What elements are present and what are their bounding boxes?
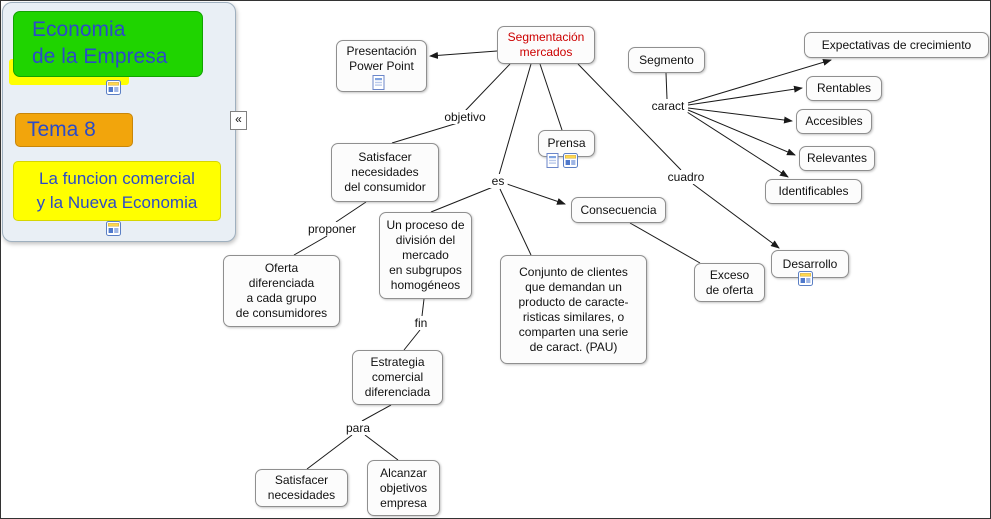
tema-node[interactable]: Tema 8: [15, 113, 133, 147]
edge-line: [665, 72, 668, 100]
concept-node-oferta-diferenciada[interactable]: Oferta diferenciada a cada grupo de cons…: [223, 255, 340, 327]
edge-line: [464, 63, 511, 112]
course-title-node[interactable]: Economia de la Empresa: [13, 11, 203, 77]
link-label-cuadro[interactable]: cuadro: [664, 170, 708, 184]
edge-line: [306, 434, 353, 470]
edge-line: [335, 201, 367, 223]
link-label-para[interactable]: para: [342, 421, 374, 435]
subtitle-resource-cmap-icon[interactable]: [106, 221, 121, 236]
edge-line: [499, 188, 532, 256]
prensa-resource-1-document-icon[interactable]: [545, 153, 560, 168]
edge-line: [687, 85, 803, 106]
edge-line: [430, 186, 494, 213]
link-label-objetivo[interactable]: objetivo: [441, 110, 489, 124]
concept-node-segmentacion-mercados[interactable]: Segmentación mercados: [497, 26, 595, 64]
concept-node-estrategia-comercial-diferenciada[interactable]: Estrategia comercial diferenciada: [352, 350, 443, 405]
edge-line: [403, 329, 421, 351]
concept-node-consecuencia[interactable]: Consecuencia: [571, 197, 666, 223]
link-label-fin[interactable]: fin: [411, 316, 431, 330]
concept-node-segmento[interactable]: Segmento: [628, 47, 705, 73]
prensa-resource-2-cmap-icon[interactable]: [563, 153, 578, 168]
edge-line: [506, 183, 566, 205]
concept-node-satisfacer-necesidades[interactable]: Satisfacer necesidades: [255, 469, 348, 507]
concept-node-satisfacer-necesidades-consumidor[interactable]: Satisfacer necesidades del consumidor: [331, 143, 439, 202]
concept-node-identificables[interactable]: Identificables: [765, 179, 862, 204]
edge-line: [421, 298, 425, 317]
map-title-panel: Economia de la Empresa Tema 8 La funcion…: [2, 2, 236, 242]
edge-line: [391, 121, 462, 144]
edge-line: [293, 235, 328, 256]
concept-node-relevantes[interactable]: Relevantes: [799, 146, 875, 171]
edge-line: [364, 434, 399, 461]
link-label-caract[interactable]: caract: [648, 99, 688, 113]
concept-node-proceso-division-mercado[interactable]: Un proceso de división del mercado en su…: [379, 212, 472, 299]
concept-node-exceso-de-oferta[interactable]: Exceso de oferta: [694, 263, 765, 302]
edge-line: [687, 107, 793, 124]
edge-line: [686, 111, 789, 178]
concept-node-alcanzar-objetivos-empresa[interactable]: Alcanzar objetivos empresa: [367, 460, 440, 516]
desarrollo-resource-cmap-icon[interactable]: [798, 271, 813, 286]
collapse-panel-button[interactable]: «: [230, 111, 247, 130]
concept-node-conjunto-de-clientes[interactable]: Conjunto de clientes que demandan un pro…: [500, 255, 647, 364]
edge-line: [429, 50, 498, 59]
concept-node-rentables[interactable]: Rentables: [806, 76, 882, 101]
link-label-proponer[interactable]: proponer: [304, 222, 360, 236]
concept-node-expectativas-de-crecimiento[interactable]: Expectativas de crecimiento: [804, 32, 989, 58]
edge-line: [361, 404, 392, 422]
edge-line: [498, 63, 532, 176]
concept-node-accesibles[interactable]: Accesibles: [796, 109, 872, 134]
subtitle-node[interactable]: La funcion comercial y la Nueva Economia: [13, 161, 221, 221]
link-label-es[interactable]: es: [488, 174, 508, 188]
course-resource-cmap-icon[interactable]: [106, 80, 121, 95]
edge-line: [539, 63, 563, 131]
powerpoint-resource-document-icon[interactable]: [371, 75, 386, 90]
edge-line: [687, 109, 796, 156]
